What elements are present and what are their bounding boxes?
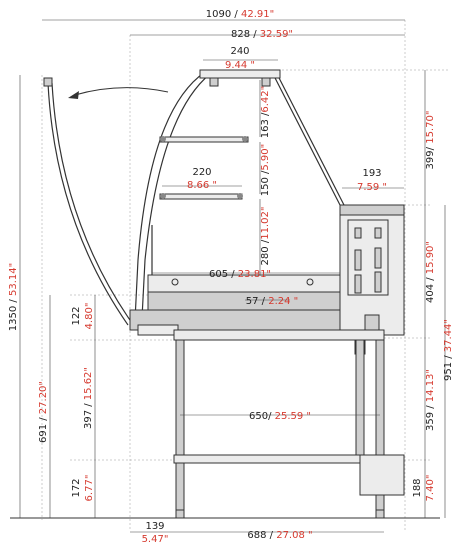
foot-height-mm: 172 <box>71 478 82 497</box>
counter-height-label: 951 / 37.44" <box>443 319 454 381</box>
open-glass <box>47 82 129 326</box>
front-offset-mm: 139 <box>145 521 164 532</box>
extension-lines <box>41 20 450 530</box>
upper-frame-height-label: 397 / 15.62" <box>83 367 94 429</box>
top-width-label: 828 / 32.59" <box>231 29 293 40</box>
lower-shelf-frame <box>173 454 385 464</box>
box-height-inch: 7.40" <box>425 475 436 502</box>
dimension-lines <box>19 19 446 533</box>
canopy-gap-label: 163 /6.42" <box>260 86 271 139</box>
stand <box>173 329 405 519</box>
front-leg <box>175 339 185 511</box>
base-thickness-mm: 122 <box>71 306 82 325</box>
front-offset-inch: 5.47" <box>142 534 169 544</box>
rear-leg-height-label: 359 / 14.13" <box>425 369 436 431</box>
curved-glass <box>134 71 206 321</box>
lower-shelf <box>159 193 243 200</box>
tank-width-label: 605 / 23.81" <box>209 269 271 280</box>
stand-top <box>173 329 385 341</box>
leg-height-label: 691 / 27.20" <box>38 381 49 443</box>
canopy-top <box>199 69 281 79</box>
rear-glass <box>271 71 341 206</box>
base-width-label: 688 / 27.08 " <box>247 530 312 541</box>
lower-gap-label: 280 /11.02" <box>260 207 271 266</box>
overall-height-label: 1350 / 53.14" <box>8 263 19 331</box>
canopy-width-mm: 240 <box>230 46 249 57</box>
display-case <box>43 69 405 355</box>
shelf-width-inch: 8.66 " <box>187 180 217 191</box>
frame-width-label: 650/ 25.59 " <box>249 411 311 422</box>
rear-top-height-label: 399/ 15.70" <box>425 111 436 170</box>
shelf-width-mm: 220 <box>192 167 211 178</box>
foot-height-inch: 6.77" <box>84 475 95 502</box>
base-thickness-inch: 4.80" <box>84 303 95 330</box>
box-height-mm: 188 <box>412 478 423 497</box>
rear-width-mm: 193 <box>362 168 381 179</box>
rear-unit-height-label: 404 / 15.90" <box>425 241 436 303</box>
shelf-gap-label: 150 /5.90" <box>260 144 271 197</box>
rear-width-inch: 7.59 " <box>357 182 387 193</box>
upper-shelf <box>159 136 249 143</box>
canopy-width-inch: 9.44 " <box>225 60 255 71</box>
deck-offset-label: 57 / 2.24 " <box>246 296 299 307</box>
overall-width-label: 1090 / 42.91" <box>206 9 274 20</box>
opening-arrow <box>74 87 169 96</box>
